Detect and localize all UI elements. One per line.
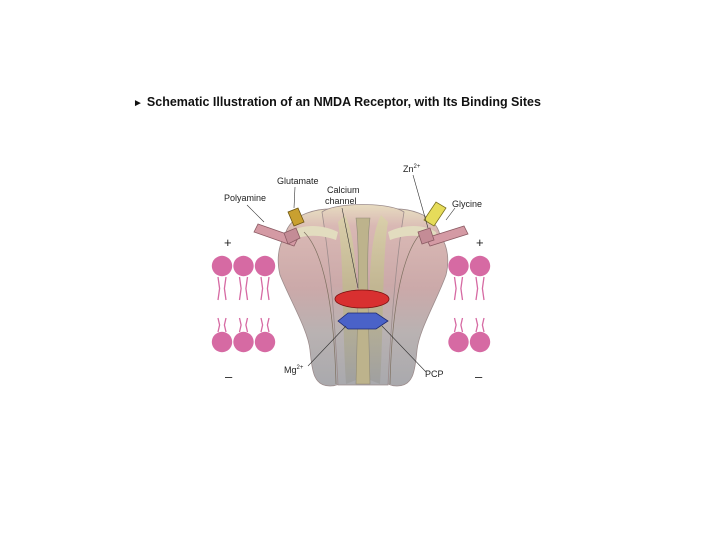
polyamine-leader: [246, 204, 265, 223]
left-subunit-divider: [303, 231, 337, 385]
right-subunit-divider: [389, 231, 423, 385]
lipid-tail: [260, 317, 264, 333]
lipid-bilayer: [211, 255, 491, 353]
calcium-channel-label-line1: Calcium: [327, 185, 360, 195]
pcp-label: PCP: [425, 369, 444, 379]
extracellular-plus-right: +: [476, 235, 484, 250]
zn-label: Zn2+: [403, 164, 421, 174]
lipid-tail: [475, 317, 479, 333]
lipid-head: [448, 255, 469, 277]
glutamate-binding-site: [287, 207, 305, 227]
lipid-tail: [453, 276, 457, 301]
lipid-tail: [266, 276, 270, 301]
lipid-tail: [481, 317, 485, 333]
lipid-tail: [245, 276, 249, 301]
lipid-head: [254, 255, 276, 277]
pcp-binding-site: [337, 312, 389, 330]
mg-label: Mg2+: [284, 365, 304, 375]
receptor-top-band-left: [288, 226, 338, 242]
zn-leader: [412, 174, 429, 229]
figure-title: ►Schematic Illustration of an NMDA Recep…: [133, 95, 541, 109]
lipid-head: [469, 255, 491, 277]
glutamate-label: Glutamate: [277, 176, 319, 186]
glycine-leader: [445, 207, 456, 221]
pcp-leader: [381, 325, 427, 373]
lipid-tail: [475, 276, 479, 301]
lipid-tail: [238, 276, 242, 301]
mg-binding-site: [334, 289, 390, 309]
calcium-channel-label-line2: channel: [325, 196, 357, 206]
lipid-tail: [223, 317, 227, 333]
lipid-tail: [217, 317, 221, 333]
lipid-tail: [460, 317, 464, 333]
lipid-head: [211, 255, 233, 277]
lipid-tail: [481, 276, 485, 301]
intracellular-minus-left: –: [225, 369, 233, 384]
calcium-channel-leader: [341, 207, 359, 289]
zn-binding-tab: [417, 227, 435, 245]
polyamine-label: Polyamine: [224, 193, 266, 203]
lipid-head: [254, 331, 276, 353]
lipid-tail: [238, 317, 242, 333]
leader-lines: [246, 174, 456, 373]
lipid-tail: [260, 276, 264, 301]
polyamine-binding-tab: [283, 227, 301, 245]
glycine-binding-site: [423, 201, 447, 227]
lipid-head: [469, 331, 491, 353]
lipid-tail: [223, 276, 227, 301]
nmda-receptor: [253, 201, 469, 387]
lipid-head: [211, 331, 233, 353]
lipid-tail: [453, 317, 457, 333]
lipid-head: [233, 255, 254, 277]
mg-leader: [307, 325, 347, 367]
lipid-tail: [266, 317, 270, 333]
bullet-arrow-icon: ►: [133, 98, 143, 109]
figure-title-text: Schematic Illustration of an NMDA Recept…: [146, 95, 541, 109]
lipid-tail: [217, 276, 221, 301]
lipid-head: [448, 331, 469, 353]
intracellular-minus-right: –: [475, 369, 483, 384]
lipid-tail: [245, 317, 249, 333]
glycine-binding-arm: [425, 225, 469, 247]
glutamate-leader: [293, 186, 296, 209]
glycine-label: Glycine: [452, 199, 482, 209]
extracellular-plus-left: +: [224, 235, 232, 250]
lipid-tail: [460, 276, 464, 301]
lipid-head: [233, 331, 254, 353]
